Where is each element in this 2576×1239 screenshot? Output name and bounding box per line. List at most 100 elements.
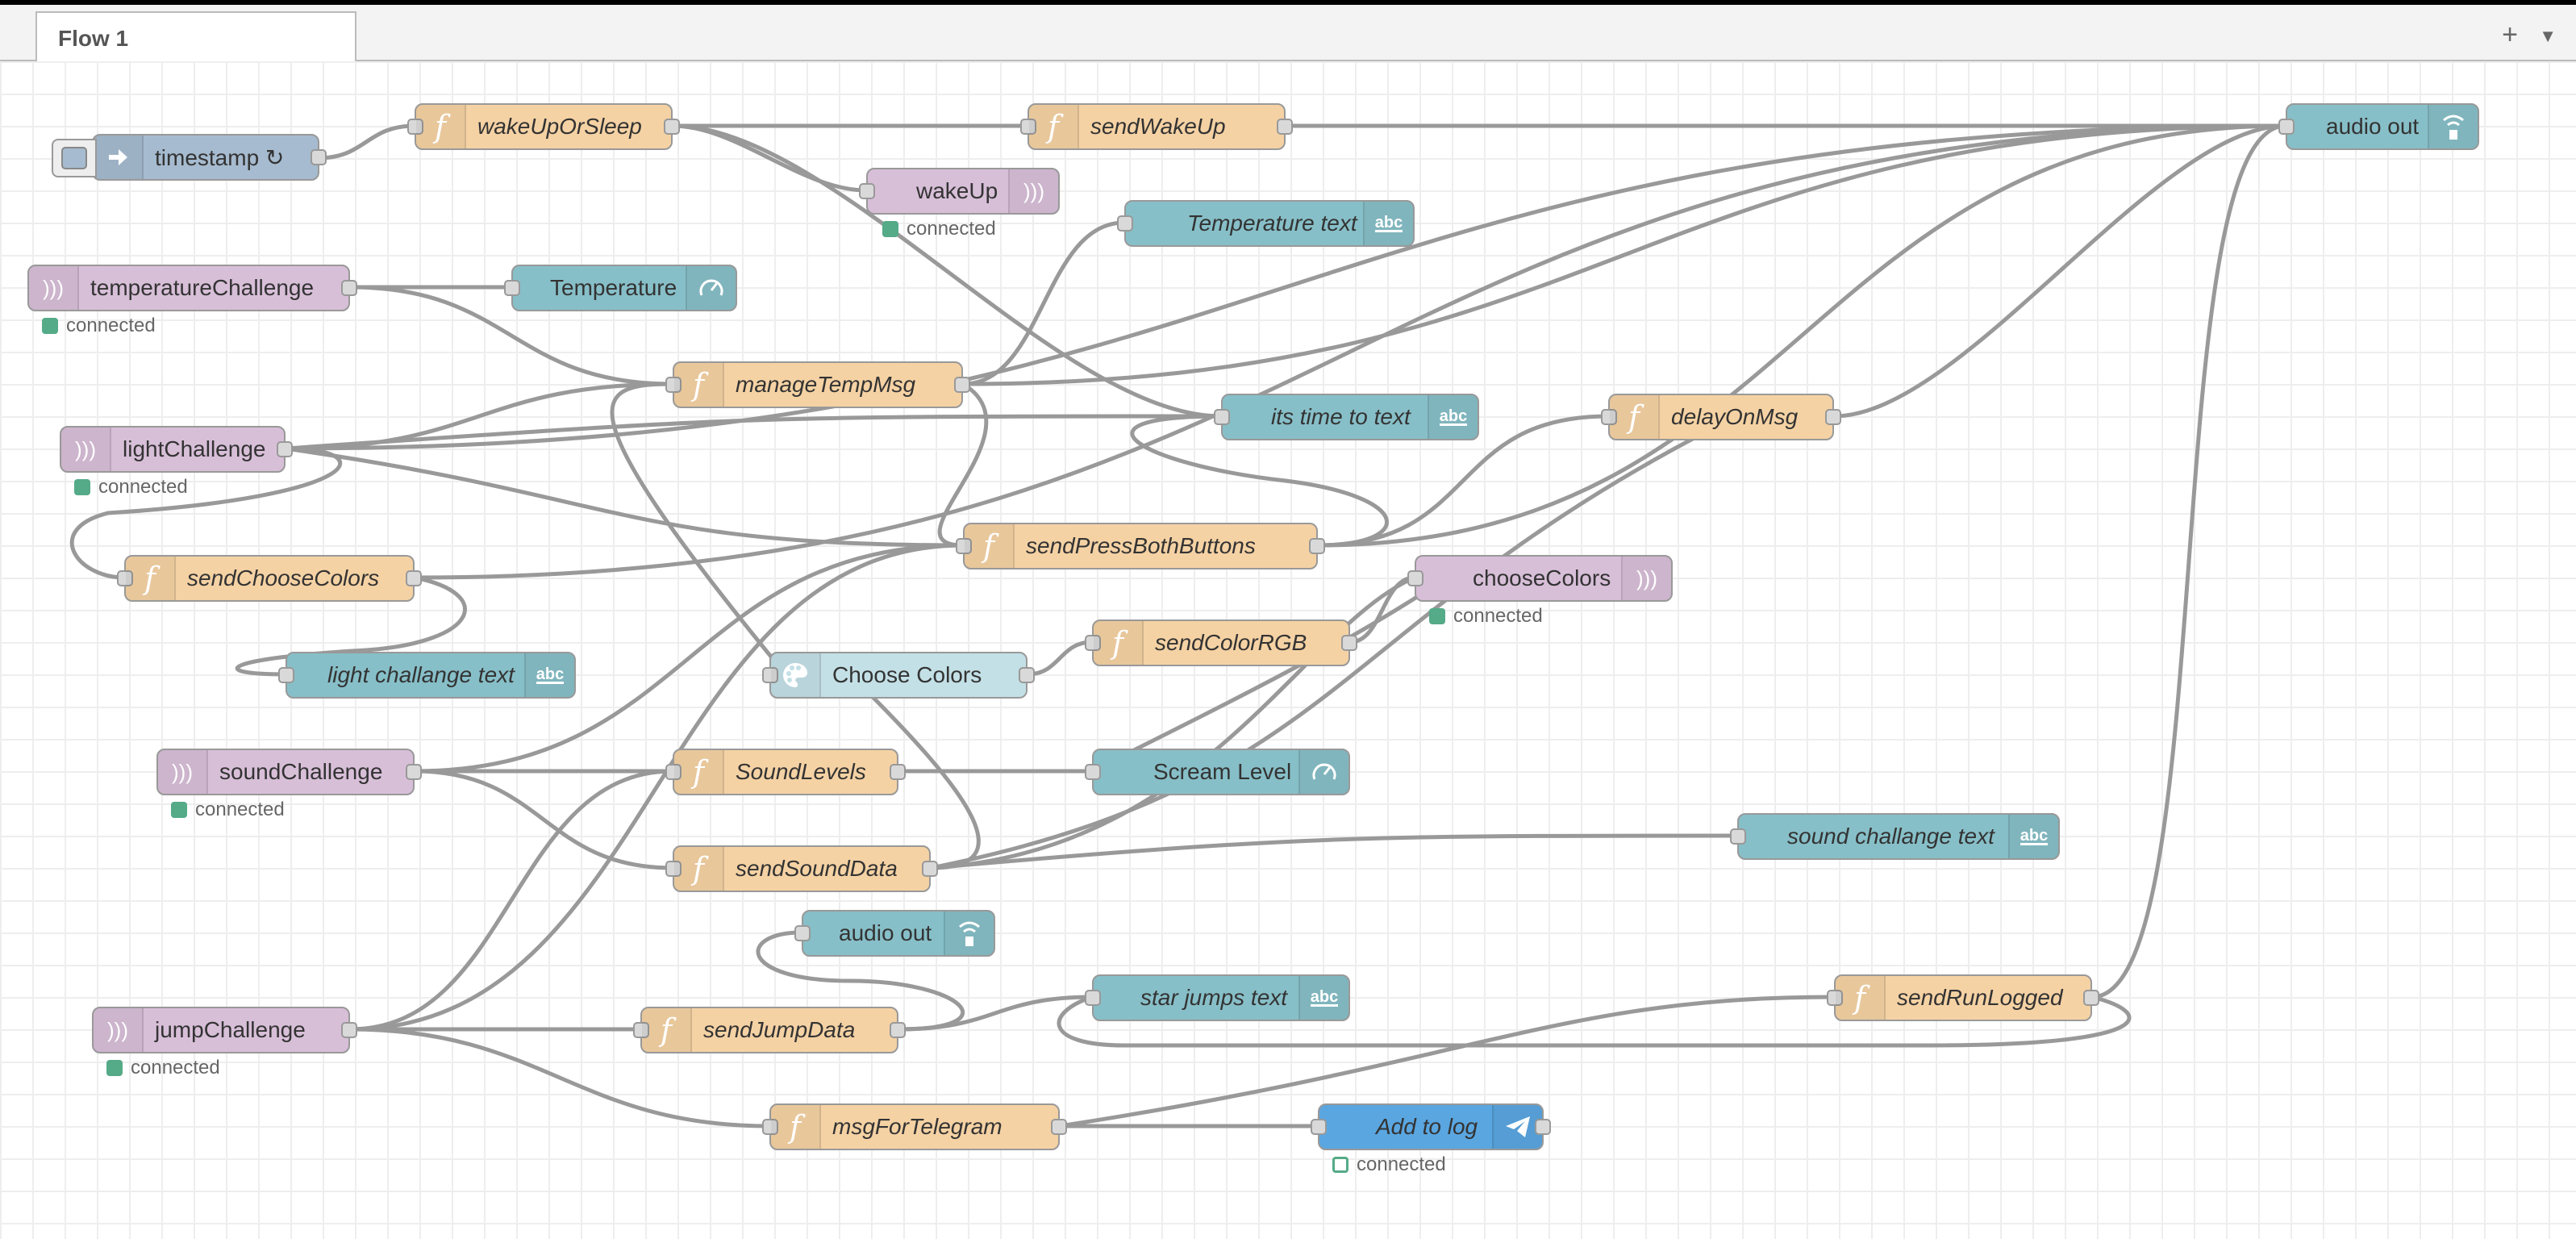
node-temperatureChallenge[interactable]: ))) temperatureChallenge [27,265,357,311]
node-label: msgForTelegram [832,1114,1002,1139]
node-label: star jumps text [1140,985,1288,1010]
output-port[interactable] [1277,119,1293,135]
input-port[interactable] [1117,215,1133,232]
text-abc-icon: abc [1428,395,1478,439]
output-port[interactable] [341,1022,357,1038]
input-port[interactable] [504,280,520,296]
node-sendChooseColors[interactable]: f sendChooseColors [117,555,422,602]
wire [285,123,2286,451]
node-timestamp[interactable]: timestamp ↻ [92,134,327,181]
input-port[interactable] [2278,119,2295,135]
node-label: Add to log [1376,1114,1478,1139]
node-sendRunLogged[interactable]: f sendRunLogged [1827,974,2099,1021]
input-port[interactable] [1311,1119,1327,1135]
node-SoundLevels[interactable]: f SoundLevels [665,749,906,795]
input-port[interactable] [794,925,811,941]
status-connected-icon [882,221,898,237]
wire [285,446,964,548]
output-port[interactable] [664,119,680,135]
node-add-to-log[interactable]: Add to log [1311,1103,1551,1150]
input-port[interactable] [1020,119,1036,135]
mqtt-in-icon: ))) [94,1008,144,1052]
text-abc-icon: abc [2008,815,2058,858]
node-its-time-to-text[interactable]: its time to text abc [1214,394,1479,440]
wire [930,833,1738,870]
output-port[interactable] [1019,667,1035,683]
audio-signal-icon [944,912,994,955]
input-port[interactable] [665,377,682,393]
input-port[interactable] [665,764,682,780]
node-audio-out-1[interactable]: audio out [2278,103,2479,150]
node-choose-colors-picker[interactable]: Choose Colors [762,652,1035,699]
output-port[interactable] [890,1022,906,1038]
wire [1059,995,1835,1128]
output-port[interactable] [1825,409,1841,425]
input-port[interactable] [956,538,972,554]
output-port[interactable] [2083,990,2099,1006]
input-port[interactable] [762,667,778,683]
node-sendPressBothButtons[interactable]: f sendPressBothButtons [956,523,1325,569]
node-wakeUp[interactable]: wakeUp ))) [859,168,1060,215]
node-sendWakeUp[interactable]: f sendWakeUp [1020,103,1293,150]
plus-icon[interactable]: + [2502,19,2518,50]
node-msgForTelegram[interactable]: f msgForTelegram [762,1103,1067,1150]
inject-button[interactable] [52,139,97,177]
node-star-jumps-text[interactable]: star jumps text abc [1085,974,1350,1021]
input-port[interactable] [633,1022,649,1038]
node-delayOnMsg[interactable]: f delayOnMsg [1601,394,1841,440]
input-port[interactable] [665,861,682,877]
node-scream-level[interactable]: Scream Level [1085,749,1350,795]
input-port[interactable] [1827,990,1843,1006]
output-port[interactable] [1309,538,1325,554]
input-port[interactable] [1730,828,1746,845]
node-sendJumpData[interactable]: f sendJumpData [633,1007,906,1053]
wire [414,543,964,774]
output-port[interactable] [1341,635,1357,651]
node-sound-challange-text[interactable]: sound challange text abc [1730,813,2060,860]
input-port[interactable] [1085,764,1101,780]
node-temperature-text[interactable]: Temperature text abc [1117,200,1415,247]
node-chooseColors[interactable]: chooseColors ))) [1407,555,1673,602]
node-sendSoundData[interactable]: f sendSoundData [665,845,938,892]
flow-workspace[interactable]: timestamp ↻ f wakeUpOrSleep f sendWakeUp… [0,61,2576,1239]
node-lightChallenge[interactable]: ))) lightChallenge [60,426,293,473]
output-port[interactable] [922,861,938,877]
output-port[interactable] [1051,1119,1067,1135]
node-label: manageTempMsg [736,372,916,397]
output-port[interactable] [341,280,357,296]
input-port[interactable] [117,570,133,586]
node-temperature-gauge[interactable]: Temperature [504,265,737,311]
node-label: sendPressBothButtons [1026,533,1256,558]
node-label: timestamp ↻ [155,144,285,170]
node-audio-out-2[interactable]: audio out [794,910,995,957]
input-port[interactable] [1085,635,1101,651]
input-port[interactable] [1214,409,1230,425]
wire [1317,414,1609,548]
wire [1317,123,2286,548]
input-port[interactable] [1085,990,1101,1006]
node-manageTempMsg[interactable]: f manageTempMsg [665,361,970,408]
tab-flow-1[interactable]: Flow 1 [35,11,356,63]
output-port[interactable] [1535,1119,1551,1135]
chevron-down-icon[interactable]: ▼ [2539,26,2557,46]
input-port[interactable] [278,667,294,683]
output-port[interactable] [311,149,327,165]
output-port[interactable] [954,377,970,393]
output-port[interactable] [890,764,906,780]
output-port[interactable] [277,441,293,457]
input-port[interactable] [1407,570,1423,586]
node-jumpChallenge[interactable]: ))) jumpChallenge [92,1007,357,1053]
node-wakeUpOrSleep[interactable]: f wakeUpOrSleep [407,103,680,150]
output-port[interactable] [406,764,422,780]
node-soundChallenge[interactable]: ))) soundChallenge [156,749,422,795]
node-light-challange-text[interactable]: light challange text abc [278,652,576,699]
status-connected-icon [171,802,187,818]
function-icon: f [674,847,724,891]
status-connected-ring-icon [1332,1157,1348,1173]
input-port[interactable] [407,119,423,135]
node-sendColorRGB[interactable]: f sendColorRGB [1085,620,1357,666]
input-port[interactable] [762,1119,778,1135]
output-port[interactable] [406,570,422,586]
input-port[interactable] [859,183,875,199]
input-port[interactable] [1601,409,1617,425]
